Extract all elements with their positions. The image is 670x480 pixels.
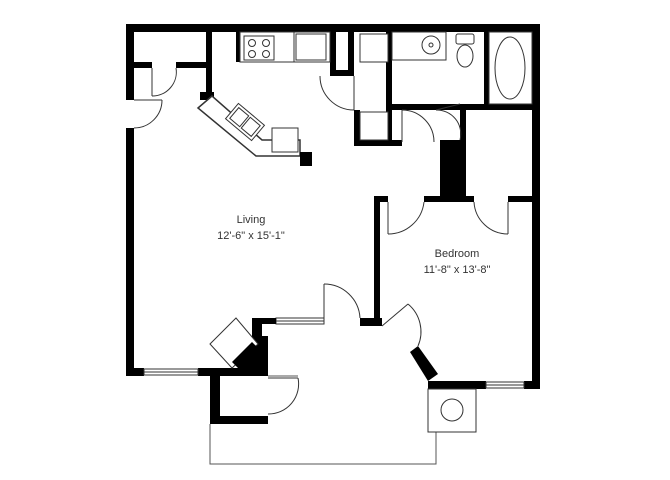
washer-icon xyxy=(359,111,389,141)
stove-icon xyxy=(243,35,275,61)
bedroom-name: Bedroom xyxy=(434,248,480,260)
door-swings xyxy=(133,67,509,415)
bathroom-sink-icon xyxy=(421,35,441,55)
exterior-walls xyxy=(126,24,540,389)
windows xyxy=(143,317,525,389)
ac-unit-icon xyxy=(427,388,477,433)
living-room-dimensions: 12'-6" x 15'-1" xyxy=(217,230,285,242)
dryer-icon xyxy=(359,33,389,63)
corner-unit xyxy=(209,317,262,369)
bedroom-label: Bedroom 11'-8" x 13'-8" xyxy=(387,246,527,278)
living-room-name: Living xyxy=(236,214,266,226)
kitchen xyxy=(196,31,331,166)
dishwasher-icon xyxy=(271,127,299,153)
bathroom xyxy=(391,31,533,105)
bedroom-dimensions: 11'-8" x 13'-8" xyxy=(423,264,491,276)
peninsula-end-block xyxy=(300,152,312,166)
bathtub-icon xyxy=(488,31,533,105)
refrigerator-icon xyxy=(295,33,327,61)
laundry xyxy=(359,33,389,141)
sink-icon xyxy=(224,102,266,142)
toilet-icon xyxy=(455,33,475,68)
living-room-label: Living 12'-6" x 15'-1" xyxy=(181,212,321,244)
